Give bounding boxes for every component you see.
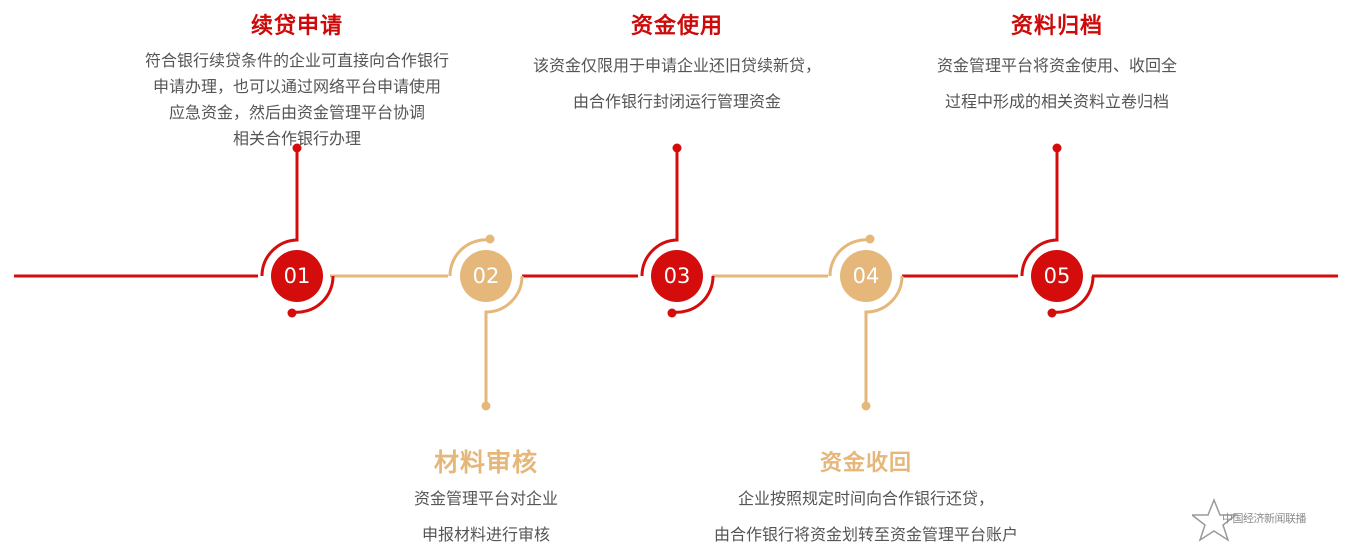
step-04-description: 企业按照规定时间向合作银行还贷， 由合作银行将资金划转至资金管理平台账户 [714, 481, 1018, 550]
step-05-description: 资金管理平台将资金使用、收回全 过程中形成的相关资料立卷归档 [937, 48, 1177, 120]
step-02-number: 02 [460, 250, 512, 302]
step-01-line: 符合银行续贷条件的企业可直接向合作银行 [144, 51, 450, 70]
step-02-title: 材料审核 [433, 448, 539, 477]
node-02-connector [448, 234, 524, 411]
step-03-line: 由合作银行封闭运行管理资金 [572, 92, 782, 111]
step-01-line: 申请办理，也可以通过网络平台申请使用 [152, 77, 442, 96]
star-icon [1192, 498, 1239, 542]
step-02-line: 申报材料进行审核 [421, 525, 551, 544]
watermark-text: 中国经济新闻联播 [1222, 512, 1307, 525]
step-05-title: 资料归档 [1010, 14, 1104, 39]
node-03-connector [640, 143, 715, 318]
step-05-line: 过程中形成的相关资料立卷归档 [944, 92, 1170, 111]
step-04-line: 由合作银行将资金划转至资金管理平台账户 [713, 525, 1019, 544]
step-01-line: 应急资金，然后由资金管理平台协调 [168, 103, 426, 122]
step-03-title: 资金使用 [630, 14, 724, 39]
step-03-description: 该资金仅限用于申请企业还旧贷续新贷， 由合作银行封闭运行管理资金 [533, 48, 821, 120]
step-02-line: 资金管理平台对企业 [413, 489, 559, 508]
step-02-description: 资金管理平台对企业 申报材料进行审核 [414, 481, 558, 550]
step-04-line: 企业按照规定时间向合作银行还贷， [737, 489, 995, 508]
step-01-description: 符合银行续贷条件的企业可直接向合作银行 申请办理，也可以通过网络平台申请使用 应… [145, 48, 449, 152]
step-01-number: 01 [271, 250, 323, 302]
step-01-line: 相关合作银行办理 [232, 129, 362, 148]
step-03-line: 该资金仅限用于申请企业还旧贷续新贷， [532, 56, 822, 75]
step-05-line: 资金管理平台将资金使用、收回全 [936, 56, 1178, 75]
step-04-number: 04 [840, 250, 892, 302]
step-03-number: 03 [651, 250, 703, 302]
watermark-logo [1192, 498, 1239, 542]
step-04-title: 资金收回 [819, 451, 913, 476]
node-01-connector [260, 143, 335, 318]
step-05-number: 05 [1031, 250, 1083, 302]
step-01-title: 续贷申请 [250, 14, 344, 39]
node-04-connector [828, 234, 904, 411]
node-05-connector [1020, 143, 1095, 318]
